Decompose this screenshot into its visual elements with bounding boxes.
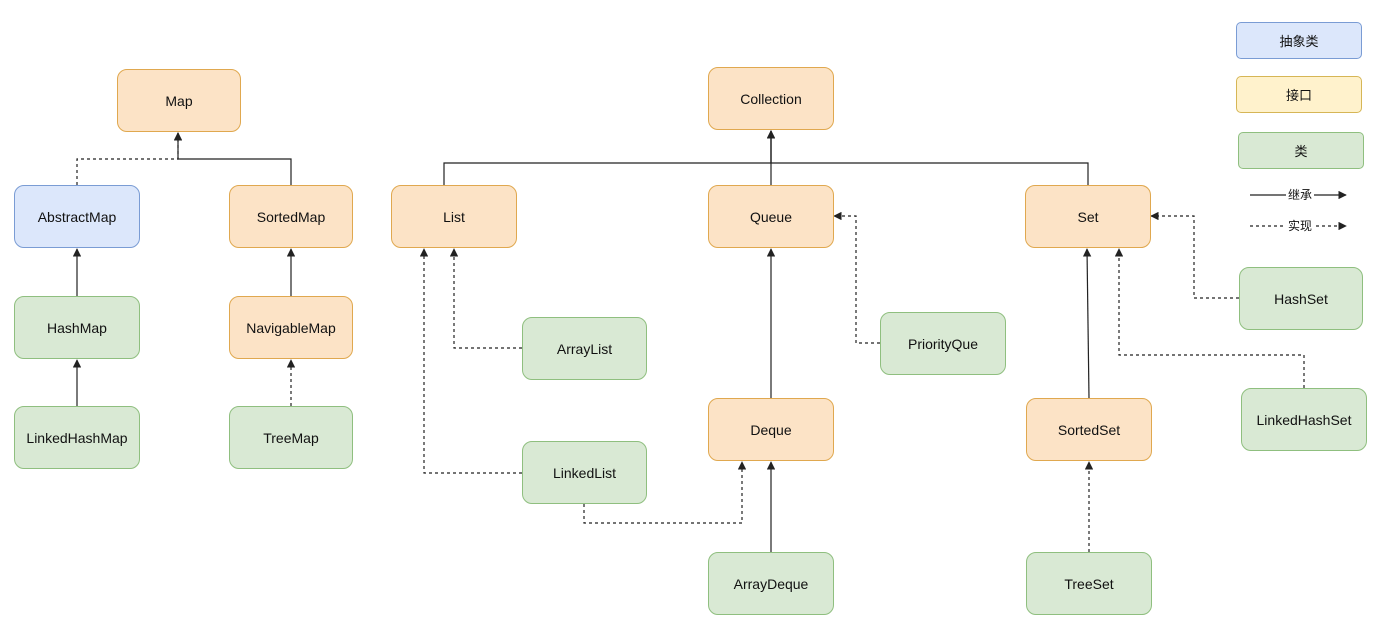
legend-inherit-label: 继承 [1286, 188, 1315, 202]
edge-abstractmap-map [76, 132, 183, 185]
node-arraydeque: ArrayDeque [708, 552, 834, 615]
node-arraylist: ArrayList [522, 317, 647, 380]
node-hashmap: HashMap [14, 296, 140, 359]
edge-linkedhashset-set [1114, 248, 1305, 388]
edge-hashset-set [1150, 211, 1239, 299]
node-treeset: TreeSet [1026, 552, 1152, 615]
node-priorityque: PriorityQue [880, 312, 1006, 375]
node-list: List [391, 185, 517, 248]
node-collection: Collection [708, 67, 834, 130]
node-sortedmap: SortedMap [229, 185, 353, 248]
node-hashset: HashSet [1239, 267, 1363, 330]
node-set: Set [1025, 185, 1151, 248]
legend-interface: 接口 [1236, 76, 1362, 113]
node-deque: Deque [708, 398, 834, 461]
legend-abstract-class: 抽象类 [1236, 22, 1362, 59]
node-queue: Queue [708, 185, 834, 248]
node-sortedset: SortedSet [1026, 398, 1152, 461]
edge-sortedmap-map [173, 132, 292, 185]
edge-set-collection [766, 130, 1089, 185]
edge-list-collection [443, 130, 776, 185]
edge-arraylist-list [449, 248, 522, 349]
node-navigablemap: NavigableMap [229, 296, 353, 359]
node-abstractmap: AbstractMap [14, 185, 140, 248]
node-linkedhashset: LinkedHashSet [1241, 388, 1367, 451]
legend-class: 类 [1238, 132, 1364, 169]
node-map: Map [117, 69, 241, 132]
node-linkedhashmap: LinkedHashMap [14, 406, 140, 469]
legend-implement-label: 实现 [1286, 219, 1315, 233]
edge-sortedset-set [1082, 248, 1092, 399]
edge-linkedlist-deque [583, 461, 747, 524]
node-treemap: TreeMap [229, 406, 353, 469]
node-linkedlist: LinkedList [522, 441, 647, 504]
edge-priorityque-queue [833, 211, 880, 344]
edge-linkedlist-list [419, 248, 522, 474]
